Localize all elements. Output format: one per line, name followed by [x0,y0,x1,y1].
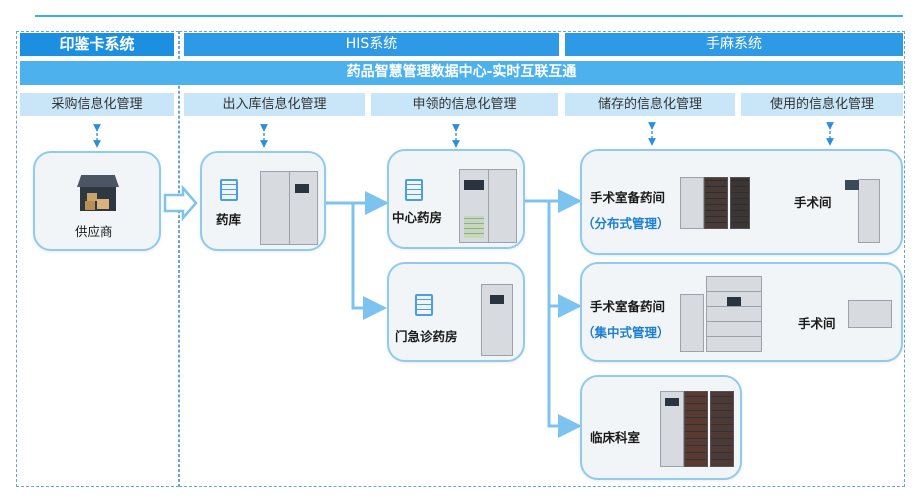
card-central-pharmacy: 中心药房 [387,149,525,249]
label-clinical-department: 临床科室 [590,430,641,445]
dashed-link-arrows [93,122,834,148]
label-or-pharmacy-2: 手术室备药间 [590,299,666,314]
card-or-pharmacy-centralized: 手术室备药间 （集中式管理） 手术间 [580,262,903,362]
header-shouma-system: 手麻系统 [565,33,903,56]
label-distributed-mgmt: （分布式管理） [582,216,670,231]
subheader-use: 使用的信息化管理 [741,93,903,116]
label-outpatient-pharmacy: 门急诊药房 [395,329,458,344]
smart-cabinet-image [730,177,750,229]
smart-cabinet-image [660,391,684,467]
drawer-unit-image [848,300,892,328]
label-supplier: 供应商 [75,224,113,239]
data-center-band: 药品智慧管理数据中心-实时互联互通 [20,61,903,85]
smart-cabinet-image [680,294,704,352]
smart-cabinet-image [684,391,708,467]
warehouse-building-icon [77,175,119,211]
header-yinjianka-system: 印鉴卡系统 [20,33,174,56]
label-central-pharmacy: 中心药房 [392,210,443,225]
cart-image [845,179,880,243]
smart-cabinet-image [680,177,704,229]
supply-arrow [163,184,198,222]
card-warehouse: 药库 [200,151,326,251]
building-icon [405,179,423,201]
subheader-purchase: 采购信息化管理 [20,93,174,116]
subheader-storage: 储存的信息化管理 [565,93,735,116]
frame-his-shouma [179,31,905,487]
card-outpatient-pharmacy: 门急诊药房 [387,262,525,362]
frame-yinjianka [16,31,179,487]
smart-cabinet-image [710,391,734,467]
card-supplier: 供应商 [33,151,161,251]
subheader-inout: 出入库信息化管理 [184,93,365,116]
header-his-system: HIS系统 [184,33,559,56]
card-clinical-department: 临床科室 [580,375,742,480]
building-icon [220,179,238,201]
smart-cabinet-image [706,276,762,352]
label-or-pharmacy-1: 手术室备药间 [590,190,666,205]
card-or-pharmacy-distributed: 手术室备药间 （分布式管理） 手术间 [580,149,903,255]
smart-cabinet-image [481,284,513,356]
building-icon [415,294,433,316]
label-or-room-1: 手术间 [794,195,832,210]
label-centralized-mgmt: （集中式管理） [582,325,670,340]
label-warehouse: 药库 [216,212,242,227]
smart-cabinet-image [704,177,728,229]
top-accent-line [35,15,903,17]
smart-cabinet-image [260,171,318,245]
label-or-room-2: 手术间 [798,316,836,331]
smart-cabinet-image [459,169,517,243]
subheader-apply: 申领的信息化管理 [371,93,558,116]
